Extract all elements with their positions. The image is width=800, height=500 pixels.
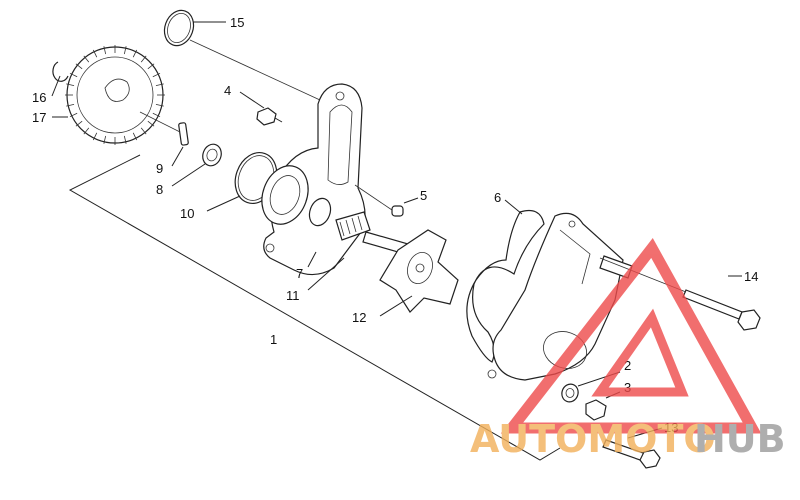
- gear-tooth: [123, 135, 127, 144]
- watermark-triangle-inner: [591, 308, 689, 397]
- dowel-5: [391, 205, 404, 217]
- gear-17: [65, 45, 165, 145]
- gear-tooth: [155, 83, 164, 87]
- snap-ring-16: [52, 61, 69, 82]
- callout-4: 4: [224, 83, 231, 98]
- pin-9: [178, 122, 189, 146]
- assembly-bracket-1: [68, 154, 561, 461]
- gear-tooth: [147, 120, 155, 127]
- gear-tooth: [123, 46, 127, 55]
- gear-tooth: [147, 63, 155, 70]
- leader-9: [171, 146, 184, 167]
- leader-12: [379, 295, 413, 317]
- gear-tooth: [152, 112, 161, 118]
- impeller-12: [379, 229, 459, 313]
- bolt-3: [585, 399, 607, 421]
- washer-2: [561, 383, 579, 403]
- leader-4: [239, 91, 265, 109]
- leader-8: [171, 163, 206, 187]
- o-ring-15-inner: [167, 13, 191, 43]
- gear-tooth: [83, 55, 90, 63]
- gear-tooth: [92, 49, 98, 58]
- gear-tooth: [66, 83, 75, 87]
- centerline-15: [189, 39, 321, 101]
- watermark-triangle-outer: [500, 238, 762, 434]
- callout-5: 5: [420, 188, 427, 203]
- washer-8: [202, 143, 222, 167]
- gear-tooth: [152, 72, 161, 78]
- callout-8: 8: [156, 182, 163, 197]
- leader-6: [504, 199, 523, 215]
- leader-10: [206, 195, 241, 212]
- centerline-9: [139, 111, 181, 133]
- callout-2: 2: [624, 358, 631, 373]
- callout-17: 17: [32, 110, 46, 125]
- watermark-logo: AUTOMOTO HUB: [470, 238, 786, 461]
- gear-tooth: [92, 132, 98, 141]
- gear-tooth: [132, 132, 138, 141]
- gear-tooth: [103, 135, 107, 144]
- callout-6: 6: [494, 190, 501, 205]
- callout-11: 11: [286, 288, 300, 303]
- gear-tooth: [155, 103, 164, 107]
- callout-16: 16: [32, 90, 46, 105]
- gear-tooth: [103, 46, 107, 55]
- callout-1: 1: [270, 332, 277, 347]
- watermark-text-automoto: AUTOMOTO: [470, 417, 716, 461]
- leader-11: [307, 257, 345, 291]
- callout-10: 10: [180, 206, 194, 221]
- centerline-5: [354, 184, 393, 211]
- o-ring-15: [163, 9, 195, 47]
- gear-tooth: [83, 127, 90, 135]
- gear-tooth: [75, 120, 83, 127]
- callout-9: 9: [156, 161, 163, 176]
- gear-tooth: [140, 55, 147, 63]
- gear-tooth: [132, 49, 138, 58]
- leader-16: [51, 75, 61, 97]
- callout-14: 14: [744, 269, 758, 284]
- gear-tooth: [69, 72, 78, 78]
- gear-tooth: [69, 112, 78, 118]
- callout-12: 12: [352, 310, 366, 325]
- leader-7: [307, 251, 317, 268]
- gear-tooth: [66, 103, 75, 107]
- gear-tooth: [75, 63, 83, 70]
- callout-7: 7: [296, 266, 303, 281]
- bolt-13: [602, 439, 661, 469]
- leader-5: [403, 197, 419, 204]
- gear-tooth: [140, 127, 147, 135]
- watermark-text-hub: HUB: [694, 417, 786, 461]
- bolt-4: [256, 107, 283, 126]
- callout-15: 15: [230, 15, 244, 30]
